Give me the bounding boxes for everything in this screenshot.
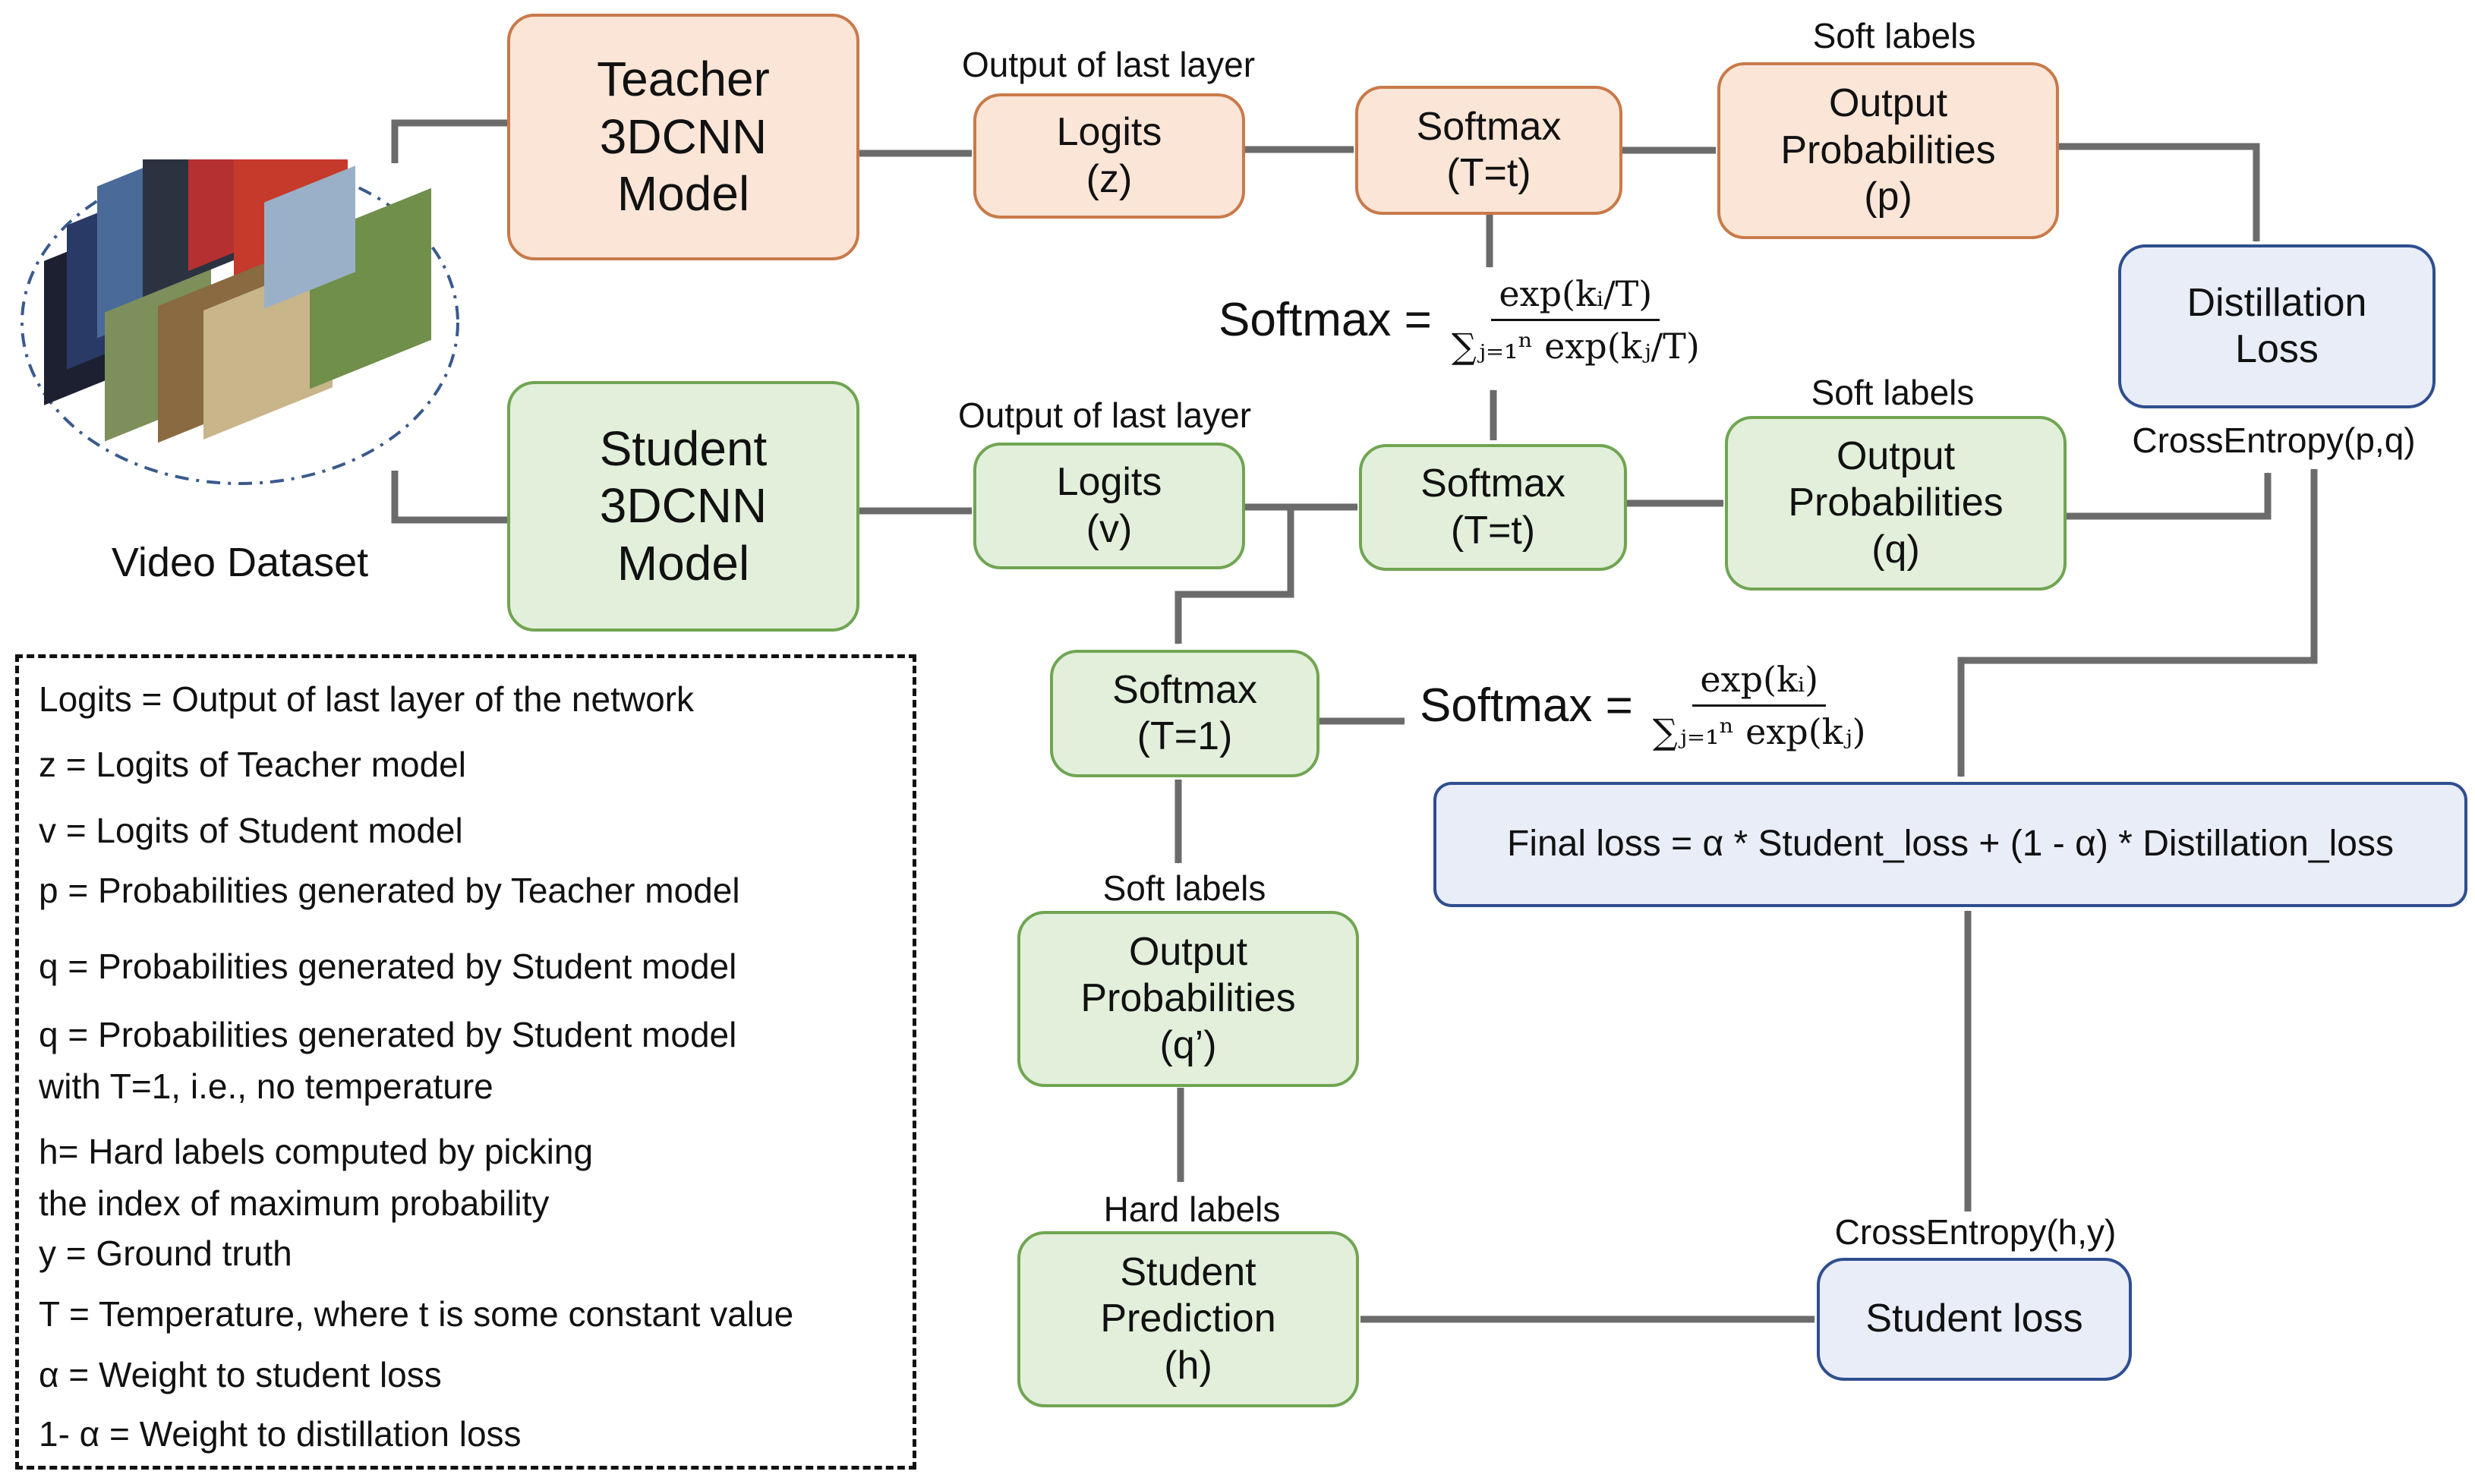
legend-item: y = Ground truth: [39, 1234, 292, 1273]
student-logits-label: Logits (v): [1056, 460, 1162, 551]
student-soft-labels-caption: Soft labels: [1811, 373, 1975, 412]
legend-item: the index of maximum probability: [39, 1183, 550, 1223]
temperature-softmax-formula: Softmax = exp(kᵢ/T) ∑ⱼ₌₁ⁿ exp(kⱼ/T): [1219, 273, 1707, 367]
arrow-dataset-to-student: [391, 471, 508, 524]
teacher-softmax-label: Softmax (T=t): [1416, 104, 1562, 195]
video-dataset-image: [14, 62, 469, 539]
student-prediction-node[interactable]: Student Prediction (h): [1017, 1231, 1359, 1407]
hard-labels-caption: Hard labels: [1103, 1189, 1281, 1229]
legend-item: Logits = Output of last layer of the net…: [39, 679, 694, 719]
arrow-probs-to-distillation-student: [2067, 472, 2272, 520]
legend-item: 1- α = Weight to distillation loss: [39, 1414, 522, 1454]
teacher-model-node[interactable]: Teacher 3DCNN Model: [507, 14, 859, 260]
student-probabilities-label: Output Probabilities (q): [1788, 433, 2004, 572]
student-model-label: Student 3DCNN Model: [599, 421, 768, 591]
softmax-t1-node[interactable]: Softmax (T=1): [1050, 650, 1319, 777]
legend-item: with T=1, i.e., no temperature: [39, 1067, 493, 1106]
legend-item: z = Logits of Teacher model: [39, 745, 466, 784]
legend-item: p = Probabilities generated by Teacher m…: [39, 871, 740, 910]
teacher-softmax-node[interactable]: Softmax (T=t): [1355, 86, 1622, 215]
legend-item: q = Probabilities generated by Student m…: [39, 947, 737, 986]
video-dataset-label: Video Dataset: [111, 540, 369, 585]
legend-item: α = Weight to student loss: [39, 1355, 442, 1394]
crossentropy-hy-caption: CrossEntropy(h,y): [1834, 1212, 2117, 1252]
student-output-caption: Output of last layer: [957, 395, 1252, 435]
teacher-soft-labels-caption: Soft labels: [1812, 16, 1976, 55]
student-probabilities-node[interactable]: Output Probabilities (q): [1725, 416, 2067, 591]
arrow-probs-to-distillation: [2059, 143, 2260, 242]
teacher-probabilities-label: Output Probabilities (p): [1780, 81, 1996, 219]
final-loss-label: Final loss = α * Student_loss + (1 - α) …: [1507, 824, 2394, 865]
teacher-probabilities-node[interactable]: Output Probabilities (p): [1717, 62, 2059, 239]
legend-item: T = Temperature, where t is some constan…: [39, 1294, 794, 1334]
plain-formula-lhs: Softmax =: [1420, 679, 1633, 732]
student-loss-node[interactable]: Student loss: [1817, 1258, 2132, 1381]
student-softmax-label: Softmax (T=t): [1420, 462, 1565, 553]
t1-soft-labels-caption: Soft labels: [1102, 868, 1266, 908]
teacher-logits-node[interactable]: Logits (z): [973, 93, 1245, 219]
teacher-logits-label: Logits (z): [1056, 110, 1162, 201]
legend-item: h= Hard labels computed by picking: [39, 1132, 594, 1171]
student-loss-label: Student loss: [1865, 1297, 2083, 1341]
plain-softmax-formula: Softmax = exp(kᵢ) ∑ⱼ₌₁ⁿ exp(kⱼ): [1420, 659, 1874, 752]
teacher-output-caption: Output of last layer: [961, 45, 1256, 84]
student-prediction-label: Student Prediction (h): [1100, 1249, 1276, 1388]
formula-numerator: exp(kᵢ/T): [1491, 273, 1660, 321]
student-probabilities-t1-label: Output Probabilities (q’): [1080, 929, 1296, 1067]
plain-formula-denominator: ∑ⱼ₌₁ⁿ exp(kⱼ): [1652, 711, 1866, 752]
legend-item: v = Logits of Student model: [39, 811, 463, 850]
softmax-t1-label: Softmax (T=1): [1112, 667, 1257, 758]
legend-box: Logits = Output of last layer of the net…: [15, 654, 916, 1470]
formula-lhs: Softmax =: [1219, 294, 1432, 346]
legend-item: q = Probabilities generated by Student m…: [39, 1015, 737, 1054]
crossentropy-pq-caption: CrossEntropy(p,q): [2132, 421, 2416, 460]
student-model-node[interactable]: Student 3DCNN Model: [507, 381, 859, 632]
student-logits-node[interactable]: Logits (v): [973, 443, 1245, 569]
arrow-distillation-to-final: [1957, 469, 2318, 777]
plain-formula-numerator: exp(kᵢ): [1692, 659, 1827, 707]
formula-denominator: ∑ⱼ₌₁ⁿ exp(kⱼ/T): [1451, 326, 1700, 367]
teacher-model-label: Teacher 3DCNN Model: [597, 52, 770, 222]
student-softmax-node[interactable]: Softmax (T=t): [1359, 444, 1627, 571]
distillation-loss-node[interactable]: Distillation Loss: [2118, 244, 2436, 408]
final-loss-node[interactable]: Final loss = α * Student_loss + (1 - α) …: [1433, 782, 2467, 907]
arrow-dataset-to-teacher: [391, 119, 508, 163]
distillation-loss-label: Distillation Loss: [2187, 280, 2367, 371]
arrow-logits-to-softmax-t1: [1174, 507, 1294, 644]
student-probabilities-t1-node[interactable]: Output Probabilities (q’): [1017, 911, 1359, 1087]
